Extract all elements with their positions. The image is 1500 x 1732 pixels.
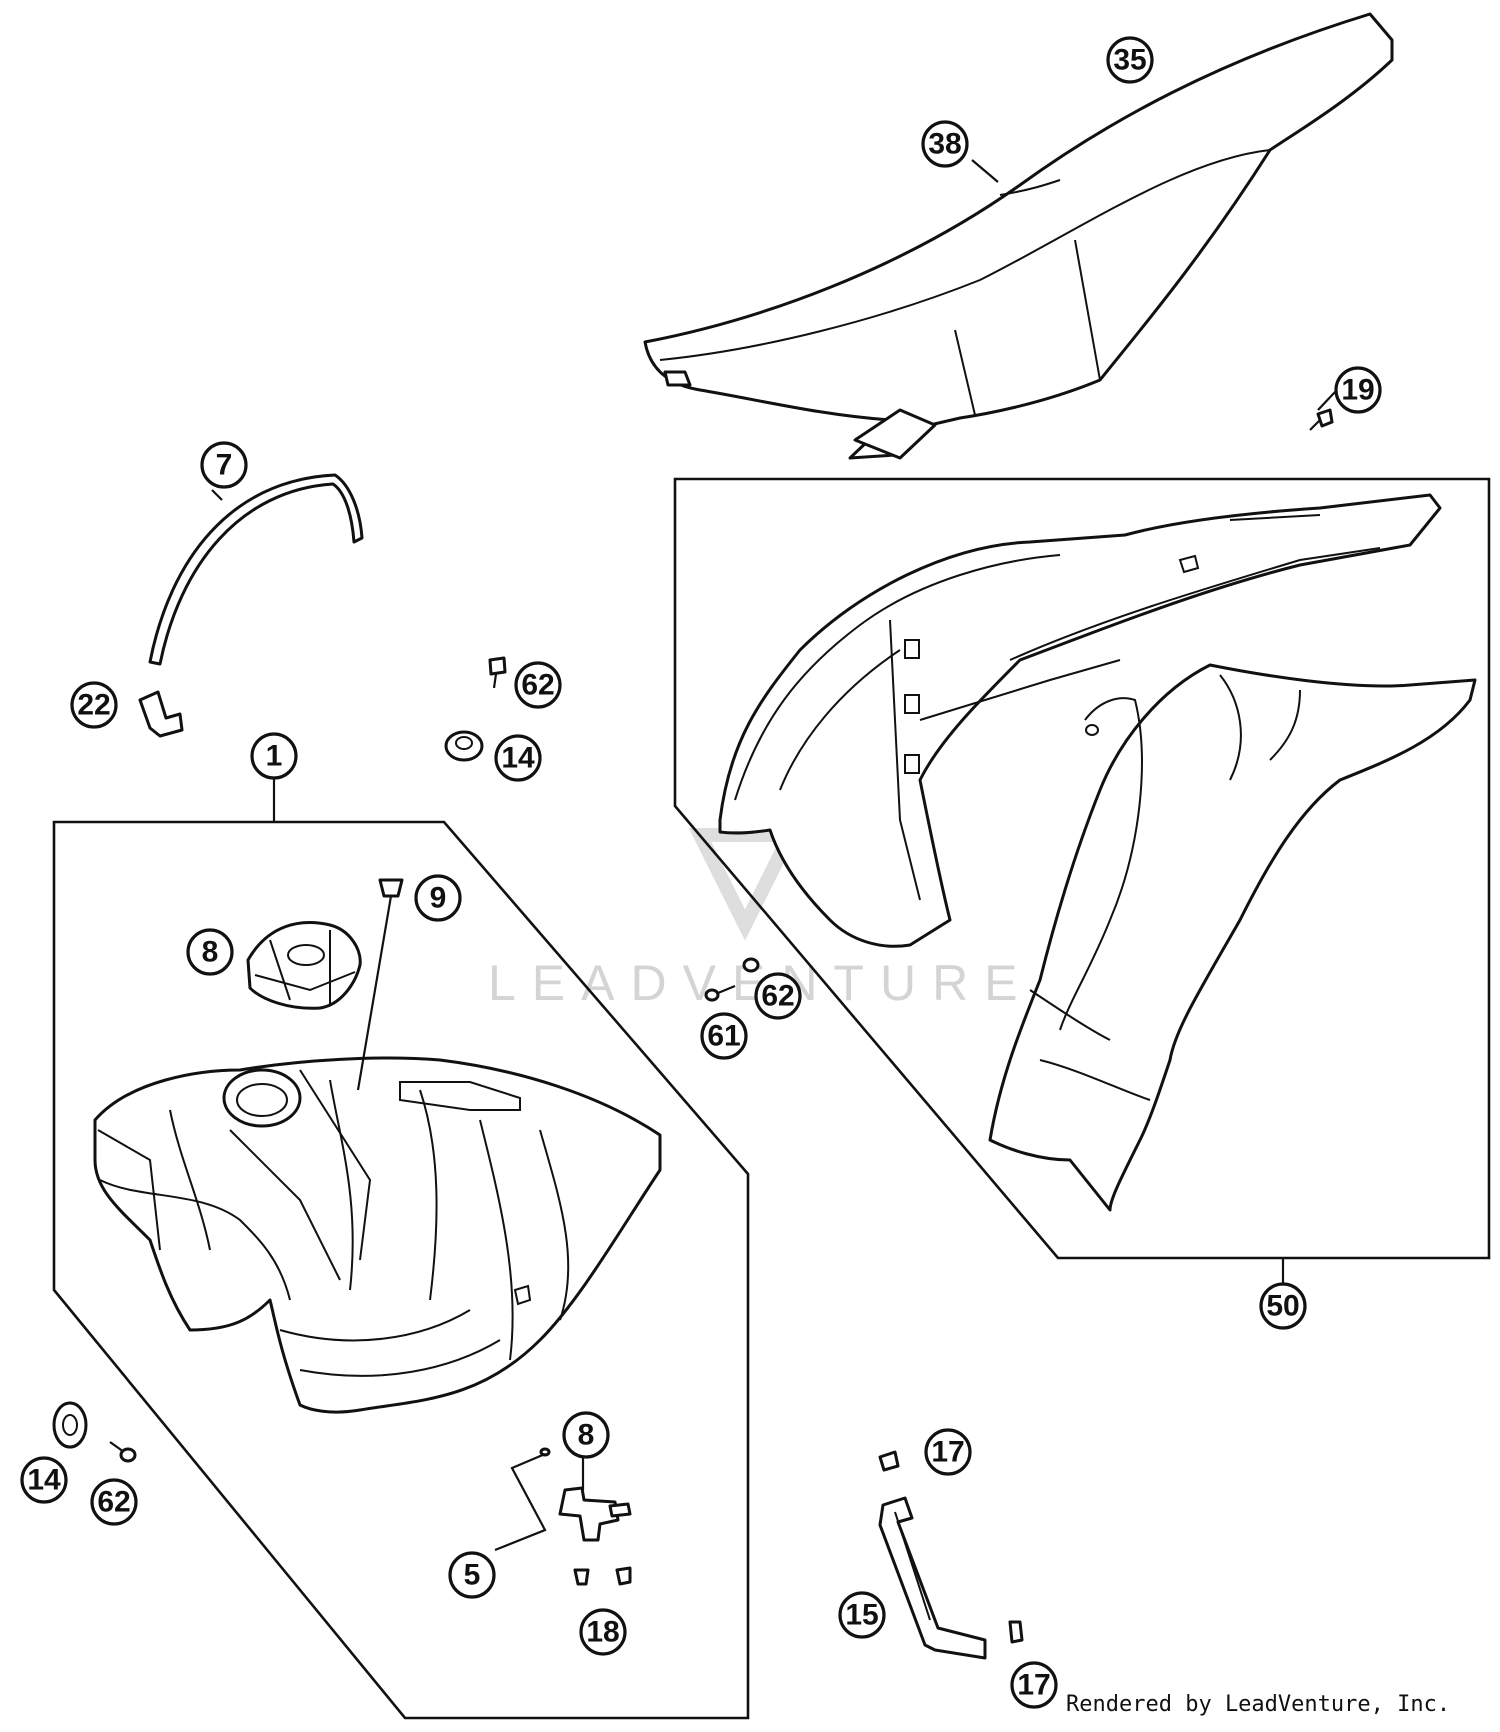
fuel-tank-group-frame: [52, 820, 750, 1720]
callout-14-lower: 14: [20, 1456, 68, 1504]
callout-8-oring: 8: [562, 1411, 610, 1459]
svg-text:50: 50: [1266, 1290, 1299, 1323]
fuel-cap: [246, 921, 362, 1010]
svg-text:14: 14: [501, 742, 535, 775]
callout-22: 22: [70, 681, 118, 729]
bracket-15: [878, 1496, 987, 1660]
callout-14-upper: 14: [494, 734, 542, 782]
leader-lines: [211, 159, 1336, 501]
screw-17-upper: [878, 1450, 900, 1472]
svg-text:5: 5: [464, 1559, 481, 1592]
svg-text:8: 8: [578, 1419, 595, 1452]
svg-text:9: 9: [430, 882, 447, 915]
svg-text:8: 8: [202, 936, 219, 969]
leader-5: [494, 1452, 547, 1552]
bolt-62-lower: [109, 1441, 137, 1463]
screw-19: [1309, 408, 1334, 431]
fitting-22: [138, 690, 184, 738]
seat: [643, 12, 1394, 460]
callout-18: 18: [579, 1608, 627, 1656]
svg-text:62: 62: [521, 669, 554, 702]
svg-text:18: 18: [586, 1616, 619, 1649]
svg-text:62: 62: [97, 1486, 130, 1519]
callout-50: 50: [1259, 1282, 1307, 1330]
radiator-spoiler-group-frame: [673, 477, 1491, 1260]
svg-text:35: 35: [1113, 44, 1146, 77]
callout-35: 35: [1106, 36, 1154, 84]
callout-1: 1: [250, 732, 298, 780]
svg-text:15: 15: [845, 1599, 878, 1632]
spacer-14-lower: [52, 1401, 88, 1449]
spacer-14-upper: [444, 730, 484, 762]
svg-text:17: 17: [1017, 1669, 1050, 1702]
fuel-tap: [539, 1447, 632, 1586]
callout-15: 15: [838, 1591, 886, 1639]
hose-7: [148, 473, 364, 666]
callout-5: 5: [448, 1551, 496, 1599]
svg-text:19: 19: [1341, 374, 1374, 407]
callout-7: 7: [200, 441, 248, 489]
callout-19: 19: [1334, 366, 1382, 414]
callout-62-lower: 62: [90, 1478, 138, 1526]
fuel-tank: [93, 1056, 662, 1414]
callout-38: 38: [921, 120, 969, 168]
radiator-spoiler-right: [988, 663, 1477, 1212]
svg-text:14: 14: [27, 1464, 61, 1497]
svg-text:61: 61: [707, 1020, 740, 1053]
callout-8-cap: 8: [186, 928, 234, 976]
nut-62-middle: [742, 957, 760, 973]
svg-text:17: 17: [931, 1436, 964, 1469]
vent-valve-9: [356, 878, 404, 1091]
svg-text:7: 7: [216, 449, 233, 482]
screw-17-lower: [1008, 1620, 1024, 1644]
callout-17-upper: 17: [924, 1428, 972, 1476]
bolt-62-upper: [488, 656, 507, 689]
callout-17-lower: 17: [1010, 1661, 1058, 1709]
callout-61: 61: [700, 1012, 748, 1060]
callout-62-upper: 62: [514, 661, 562, 709]
bolt-61: [704, 984, 736, 1002]
radiator-spoiler-left: [718, 493, 1442, 948]
svg-text:1: 1: [266, 740, 283, 773]
svg-text:62: 62: [761, 980, 794, 1013]
svg-text:22: 22: [77, 689, 110, 722]
callout-62-middle: 62: [754, 972, 802, 1020]
credit-text: Rendered by LeadVenture, Inc.: [1066, 1692, 1451, 1717]
callout-9: 9: [414, 874, 462, 922]
svg-text:38: 38: [928, 128, 961, 161]
